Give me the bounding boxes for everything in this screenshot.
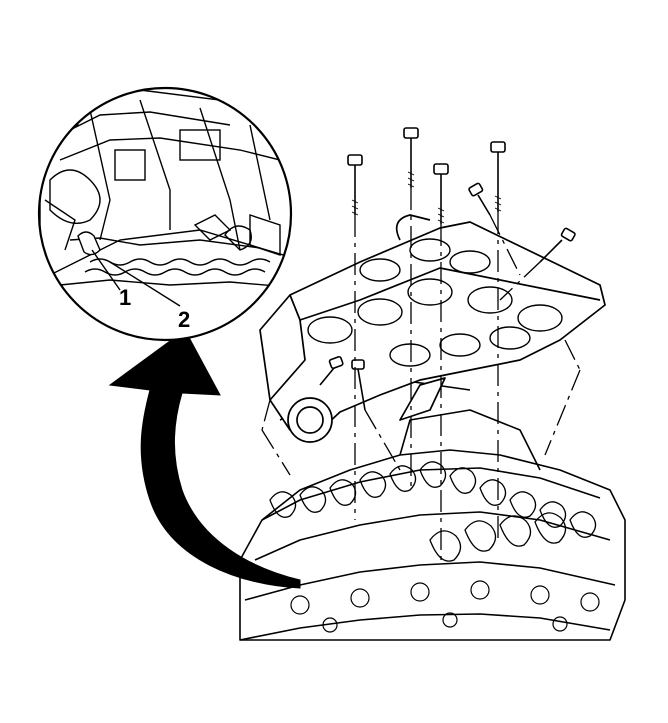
curved-arrow (108, 329, 301, 589)
intake-manifold (259, 214, 606, 443)
callout-1: 1 (119, 285, 131, 310)
alignment-lines (261, 188, 581, 560)
manifold-bolts (319, 127, 576, 411)
engine-block (239, 379, 626, 641)
callout-2: 2 (178, 307, 190, 332)
detail-view (37, 86, 293, 342)
callout-leaders (91, 249, 181, 307)
